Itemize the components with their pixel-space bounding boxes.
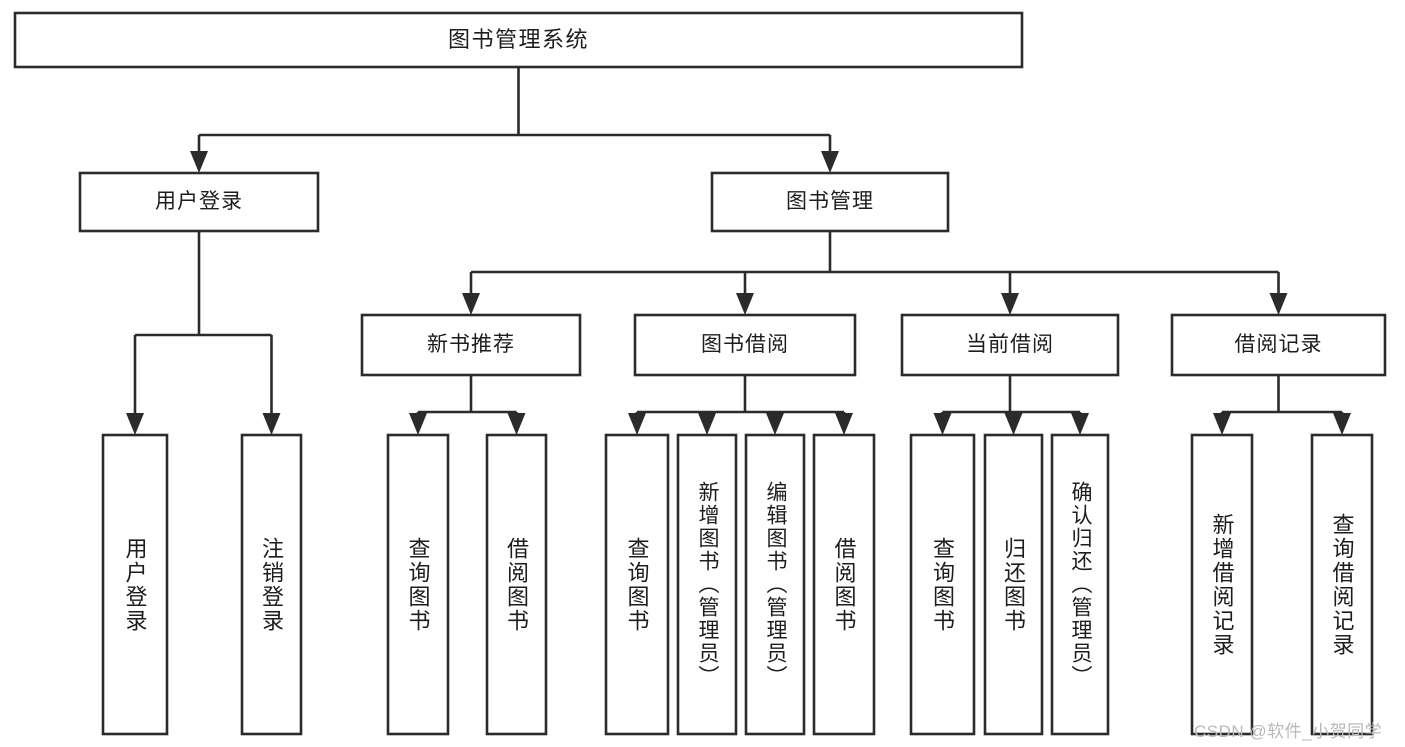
arrow-to-leaf-user-login (126, 413, 144, 435)
arrow-to-leaf-logout (262, 413, 281, 435)
node-book-manage[interactable] (710, 171, 950, 233)
arrow-to-leaf-borrow-book-rec (507, 413, 526, 435)
node-leaf-query-book-bor[interactable] (604, 433, 670, 736)
node-leaf-confirm-return[interactable] (1050, 433, 1110, 736)
arrow-to-leaf-query-book-bor (628, 413, 646, 435)
arrow-to-leaf-confirm-return (1071, 413, 1089, 435)
arrow-to-current-borrow (1001, 293, 1019, 315)
arrow-to-leaf-add-record (1213, 413, 1231, 435)
node-leaf-query-record[interactable] (1310, 433, 1374, 736)
arrow-to-borrow-record (1269, 293, 1288, 315)
arrow-to-leaf-add-book (698, 413, 716, 435)
node-leaf-user-login[interactable] (101, 433, 169, 736)
node-leaf-borrow-book-bor[interactable] (812, 433, 876, 736)
arrow-to-leaf-edit-book (766, 413, 784, 435)
node-leaf-add-record[interactable] (1190, 433, 1254, 736)
node-current-borrow[interactable] (900, 313, 1120, 377)
node-leaf-edit-book[interactable] (744, 433, 806, 736)
arrow-to-new-book-recommend (462, 293, 480, 315)
node-leaf-query-book-cur[interactable] (909, 433, 976, 736)
node-root[interactable] (13, 11, 1024, 69)
watermark-text: CSDN @软件_小贺同学 (1194, 722, 1383, 741)
arrow-to-book-manage (821, 151, 839, 173)
node-leaf-query-book-rec[interactable] (386, 433, 450, 736)
arrow-to-user-login (190, 151, 208, 173)
arrow-to-leaf-query-book-cur (933, 413, 952, 435)
node-borrow-record[interactable] (1170, 313, 1387, 377)
arrow-to-leaf-query-record (1333, 413, 1351, 435)
node-leaf-return-book[interactable] (983, 433, 1044, 736)
node-user-login[interactable] (78, 171, 320, 233)
arrow-to-leaf-query-book-rec (409, 413, 427, 435)
arrow-to-leaf-borrow-book-bor (835, 413, 853, 435)
node-book-borrow[interactable] (633, 313, 857, 377)
arrow-to-book-borrow (736, 293, 754, 315)
node-leaf-borrow-book-rec[interactable] (485, 433, 548, 736)
node-leaf-logout[interactable] (240, 433, 303, 736)
node-new-book-recommend[interactable] (360, 313, 582, 377)
node-leaf-add-book[interactable] (676, 433, 738, 736)
arrow-to-leaf-return-book (1004, 413, 1023, 435)
